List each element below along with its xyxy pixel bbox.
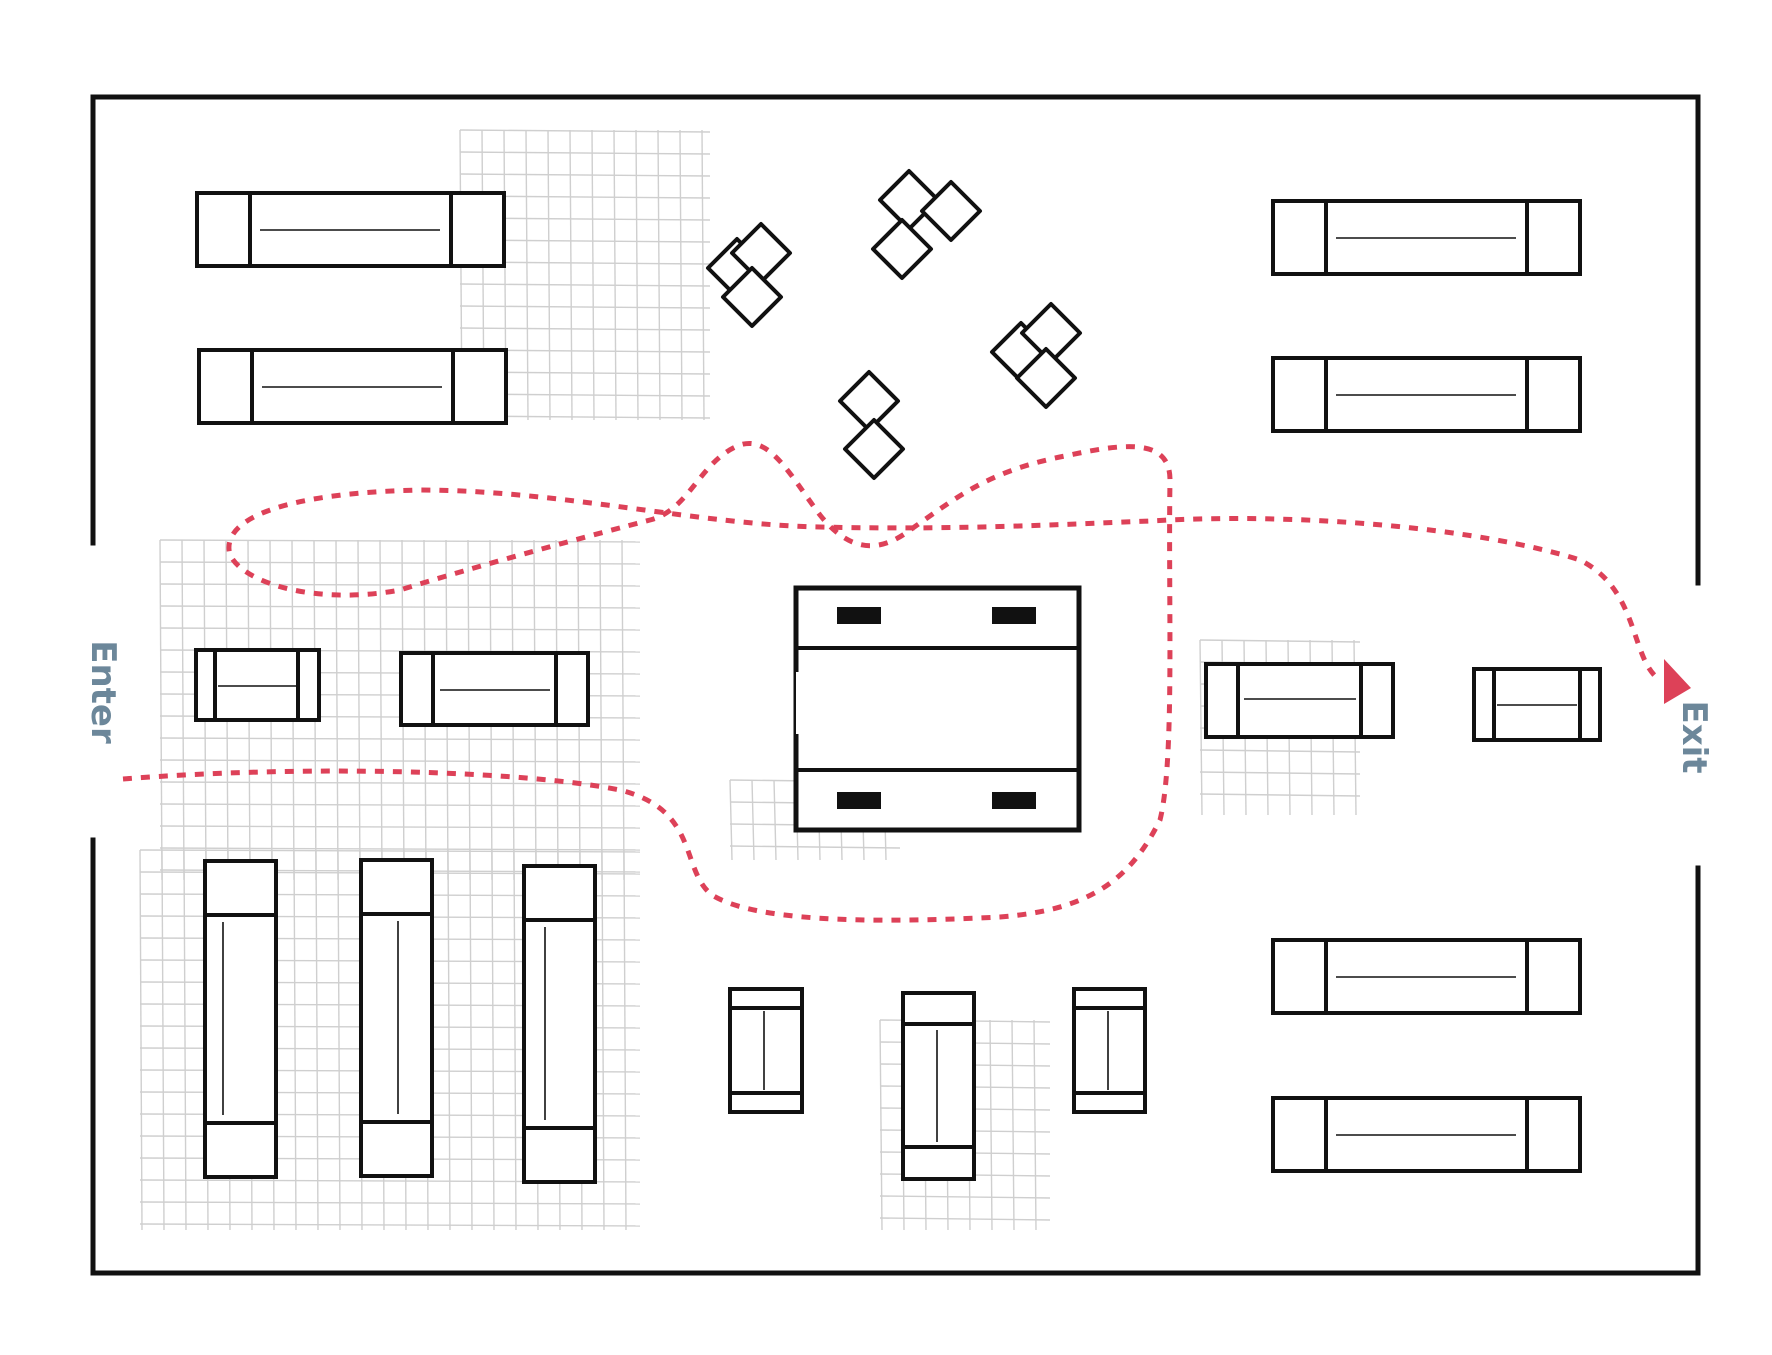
fixtures xyxy=(194,169,1602,1184)
gondola-1 xyxy=(203,859,278,1179)
shelf-right-4 xyxy=(1271,1096,1582,1173)
stand-3 xyxy=(1072,987,1147,1114)
central-counter xyxy=(793,585,1082,833)
stand-1 xyxy=(728,987,804,1114)
shelf-right-3 xyxy=(1271,938,1582,1015)
table-right-small xyxy=(1472,667,1602,742)
gondola-2 xyxy=(359,858,434,1178)
arrow-triangle-icon xyxy=(1664,659,1691,704)
display-cube xyxy=(838,370,900,432)
gondola-3 xyxy=(522,864,597,1184)
shelf-right-2 xyxy=(1271,356,1582,433)
exit-label: Exit xyxy=(1674,700,1714,773)
display-cube xyxy=(871,218,933,280)
enter-label: Enter xyxy=(83,640,123,744)
display-cube xyxy=(1015,347,1077,409)
table-left-small xyxy=(194,648,321,722)
display-cube xyxy=(920,180,982,242)
customer-path xyxy=(122,441,1691,923)
display-cube xyxy=(721,266,783,328)
shelf-top-left-2 xyxy=(197,348,508,425)
display-cube xyxy=(843,418,905,480)
wall-left-lower xyxy=(90,837,1701,1276)
shelf-top-left-1 xyxy=(195,191,506,268)
stand-2 xyxy=(901,991,976,1181)
store-walls xyxy=(90,94,1701,1276)
shelf-right-1 xyxy=(1271,199,1582,276)
table-left-wide xyxy=(399,651,590,727)
wall-left-upper xyxy=(90,94,1701,586)
table-right-wide xyxy=(1204,662,1395,739)
display-cubes xyxy=(706,169,1082,480)
